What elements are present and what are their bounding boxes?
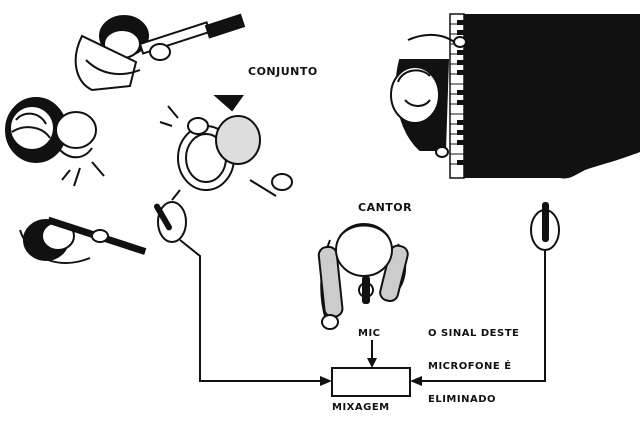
flutist-icon xyxy=(19,216,147,264)
tambourine-player-icon xyxy=(5,97,105,187)
guitarist-icon xyxy=(74,13,246,92)
note-line: ELIMINADO xyxy=(428,394,497,405)
mixer-label: MIXAGEM xyxy=(332,402,390,413)
note-line: O SINAL DESTE xyxy=(428,328,520,339)
pianist-icon xyxy=(390,33,467,158)
eliminated-signal-note: O SINAL DESTE MICROFONE É ELIMINADO xyxy=(428,306,519,416)
mixer-icon xyxy=(331,367,411,397)
mic-label: MIC xyxy=(358,328,381,339)
group-label: CONJUNTO xyxy=(248,65,318,78)
singer-label: CANTOR xyxy=(358,201,413,214)
microphone-icon xyxy=(154,201,187,243)
microphone-icon xyxy=(530,202,560,251)
grand-piano-icon xyxy=(449,13,640,179)
note-line: MICROFONE É xyxy=(428,361,512,372)
drummer-icon xyxy=(159,95,293,201)
singer-icon xyxy=(317,223,409,330)
arrow-icon xyxy=(320,358,422,386)
microphone-icon xyxy=(362,276,370,304)
